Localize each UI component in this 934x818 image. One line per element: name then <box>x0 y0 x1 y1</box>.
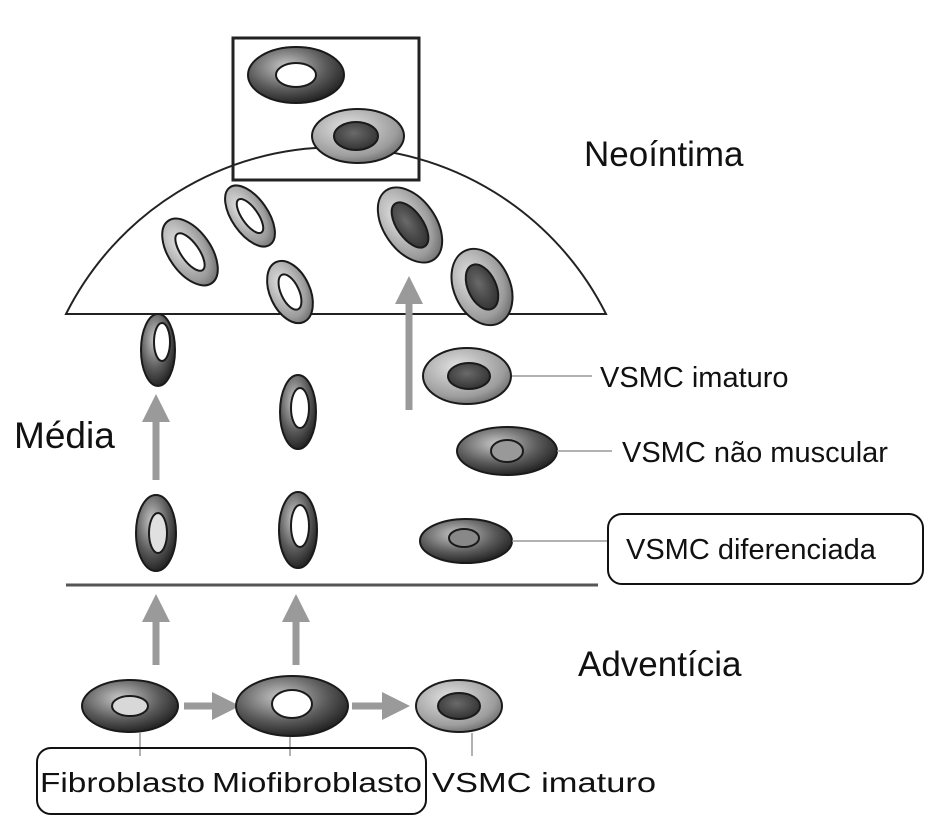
neointima-dome <box>66 147 606 314</box>
cell-neointima-1 <box>151 209 229 295</box>
cell-inset-dark-nucleus <box>312 109 404 163</box>
cell-neointima-2 <box>215 177 285 255</box>
label-vsmc-diferenciada: VSMC diferenciada <box>626 534 877 566</box>
cell-media-left-upper <box>141 314 175 386</box>
cell-fibroblasto <box>82 680 178 732</box>
cell-miofibroblasto <box>236 676 348 736</box>
cell-inset-light-nucleus <box>248 47 344 103</box>
label-neointima: Neoíntima <box>584 135 744 174</box>
cell-media-left-lower <box>136 495 176 571</box>
cell-media-mid-upper <box>280 375 316 449</box>
label-vsmc-imaturo-bottom: VSMC imaturo <box>432 767 656 798</box>
cell-vsmc-imaturo <box>423 348 511 404</box>
label-fibroblasto: Fibroblasto <box>40 767 205 798</box>
cell-vsmc-diferenciada <box>420 519 512 563</box>
cell-vsmc-imaturo-adventicia <box>416 680 502 732</box>
cell-neointima-3 <box>258 254 322 331</box>
cell-neointima-5 <box>440 239 525 335</box>
label-adventicia: Adventícia <box>578 645 742 684</box>
label-media: Média <box>14 415 115 456</box>
cell-vsmc-nao-muscular <box>457 427 557 475</box>
cell-neointima-4 <box>365 176 456 275</box>
cell-media-mid-lower <box>279 492 317 568</box>
label-vsmc-nao-muscular: VSMC não muscular <box>622 437 888 469</box>
migration-arrows <box>156 290 409 706</box>
label-miofibroblasto: Miofibroblasto <box>212 767 422 798</box>
label-vsmc-imaturo: VSMC imaturo <box>600 362 789 394</box>
